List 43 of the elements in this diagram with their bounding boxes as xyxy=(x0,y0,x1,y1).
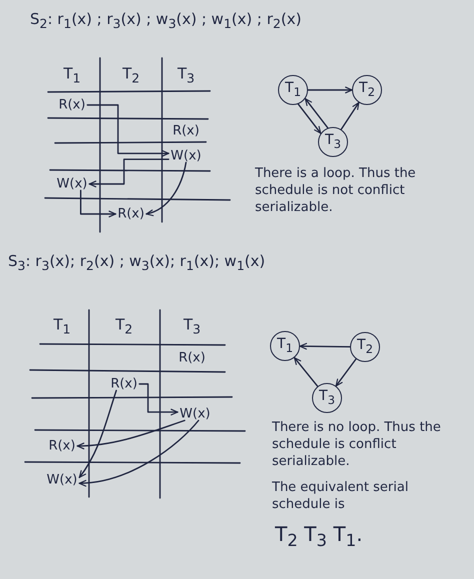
arrow xyxy=(78,390,117,478)
arrow xyxy=(146,162,187,216)
transaction-node: T$_{3}$ xyxy=(318,127,348,157)
transaction-node: T$_{2}$ xyxy=(352,75,382,105)
transaction-node: T$_{1}$ xyxy=(278,75,308,105)
arrow xyxy=(298,103,322,134)
arrow xyxy=(80,190,116,218)
serial-order-text: T$_{2}$ T$_{3}$ T$_{1}$. xyxy=(275,522,363,551)
arrow xyxy=(299,342,351,350)
transaction-node: T$_{3}$ xyxy=(312,383,342,413)
column-header: T$_{3}$ xyxy=(183,316,201,336)
note-text: There is no loop. Thus the schedule is conflict serializable. xyxy=(272,420,442,471)
arrow xyxy=(340,102,360,130)
column-header: T$_{3}$ xyxy=(177,64,195,86)
arrow xyxy=(294,357,318,387)
schedule-text: S$_{2}$: r$_{1}$(x) ; r$_{3}$(x) ; w$_{3}$(x) ; w$_{1}$(x) ; r$_{2}$(x) xyxy=(30,10,302,31)
operation-text: R(x) xyxy=(108,378,140,390)
operation-text: R(x) xyxy=(116,208,146,220)
column-header: T$_{1}$ xyxy=(63,64,81,86)
operation-text: R(x) xyxy=(56,98,88,112)
column-header: T$_{2}$ xyxy=(115,316,133,336)
arrow xyxy=(78,420,200,486)
transaction-node: T$_{2}$ xyxy=(350,332,380,362)
column-header: T$_{2}$ xyxy=(122,64,140,86)
operation-text: W(x) xyxy=(178,408,212,420)
column-header: T$_{1}$ xyxy=(53,316,71,336)
note-text: The equivalent serial schedule is xyxy=(272,480,410,514)
operation-text: R(x) xyxy=(46,440,78,452)
note-text: There is a loop. Thus the schedule is not conflict serializable. xyxy=(255,166,417,217)
arrow xyxy=(76,420,186,450)
arrow xyxy=(335,358,357,387)
operation-text: R(x) xyxy=(170,124,202,138)
operation-text: W(x) xyxy=(168,150,204,162)
operation-text: R(x) xyxy=(176,352,208,364)
arrow xyxy=(304,98,328,129)
operation-text: W(x) xyxy=(44,474,80,486)
transaction-node: T$_{1}$ xyxy=(270,331,300,361)
arrow xyxy=(138,383,178,416)
arrow xyxy=(307,86,353,94)
arrow xyxy=(86,104,170,157)
operation-text: W(x) xyxy=(54,178,90,190)
schedule-text: S$_{3}$: r$_{3}$(x); r$_{2}$(x) ; w$_{3}$(x); r$_{1}$(x); w$_{1}$(x) xyxy=(8,252,266,273)
arrow xyxy=(88,158,170,188)
